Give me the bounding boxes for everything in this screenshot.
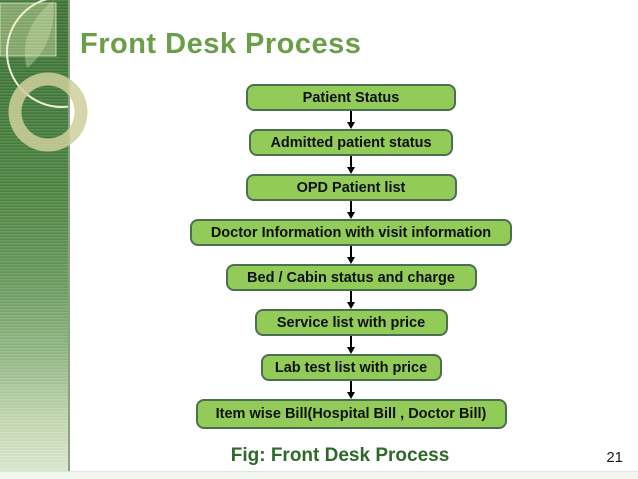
flow-step-bed-cabin-status: Bed / Cabin status and charge — [225, 264, 477, 291]
bottom-band — [0, 471, 638, 479]
flow-step-opd-patient-list: OPD Patient list — [245, 174, 457, 201]
figure-caption: Fig: Front Desk Process — [230, 445, 450, 466]
sidebar-decoration — [0, 0, 70, 479]
flow-step-admitted-patient-status: Admitted patient status — [249, 129, 453, 156]
down-arrow-icon — [347, 291, 355, 309]
down-arrow-icon — [347, 156, 355, 174]
flow-step-patient-status: Patient Status — [246, 84, 456, 111]
flow-step-service-list: Service list with price — [254, 309, 448, 336]
flow-step-doctor-information: Doctor Information with visit informatio… — [190, 219, 512, 246]
down-arrow-icon — [347, 381, 355, 399]
down-arrow-icon — [347, 111, 355, 129]
page-title: Front Desk Process — [80, 28, 362, 60]
flowchart: Patient Status Admitted patient status O… — [100, 84, 602, 429]
flow-step-lab-test-list: Lab test list with price — [260, 354, 442, 381]
flow-step-item-wise-bill: Item wise Bill(Hospital Bill , Doctor Bi… — [195, 399, 507, 429]
down-arrow-icon — [347, 246, 355, 264]
down-arrow-icon — [347, 201, 355, 219]
sidebar-circles-ornament — [0, 0, 68, 108]
down-arrow-icon — [347, 336, 355, 354]
page-number: 21 — [606, 449, 623, 466]
